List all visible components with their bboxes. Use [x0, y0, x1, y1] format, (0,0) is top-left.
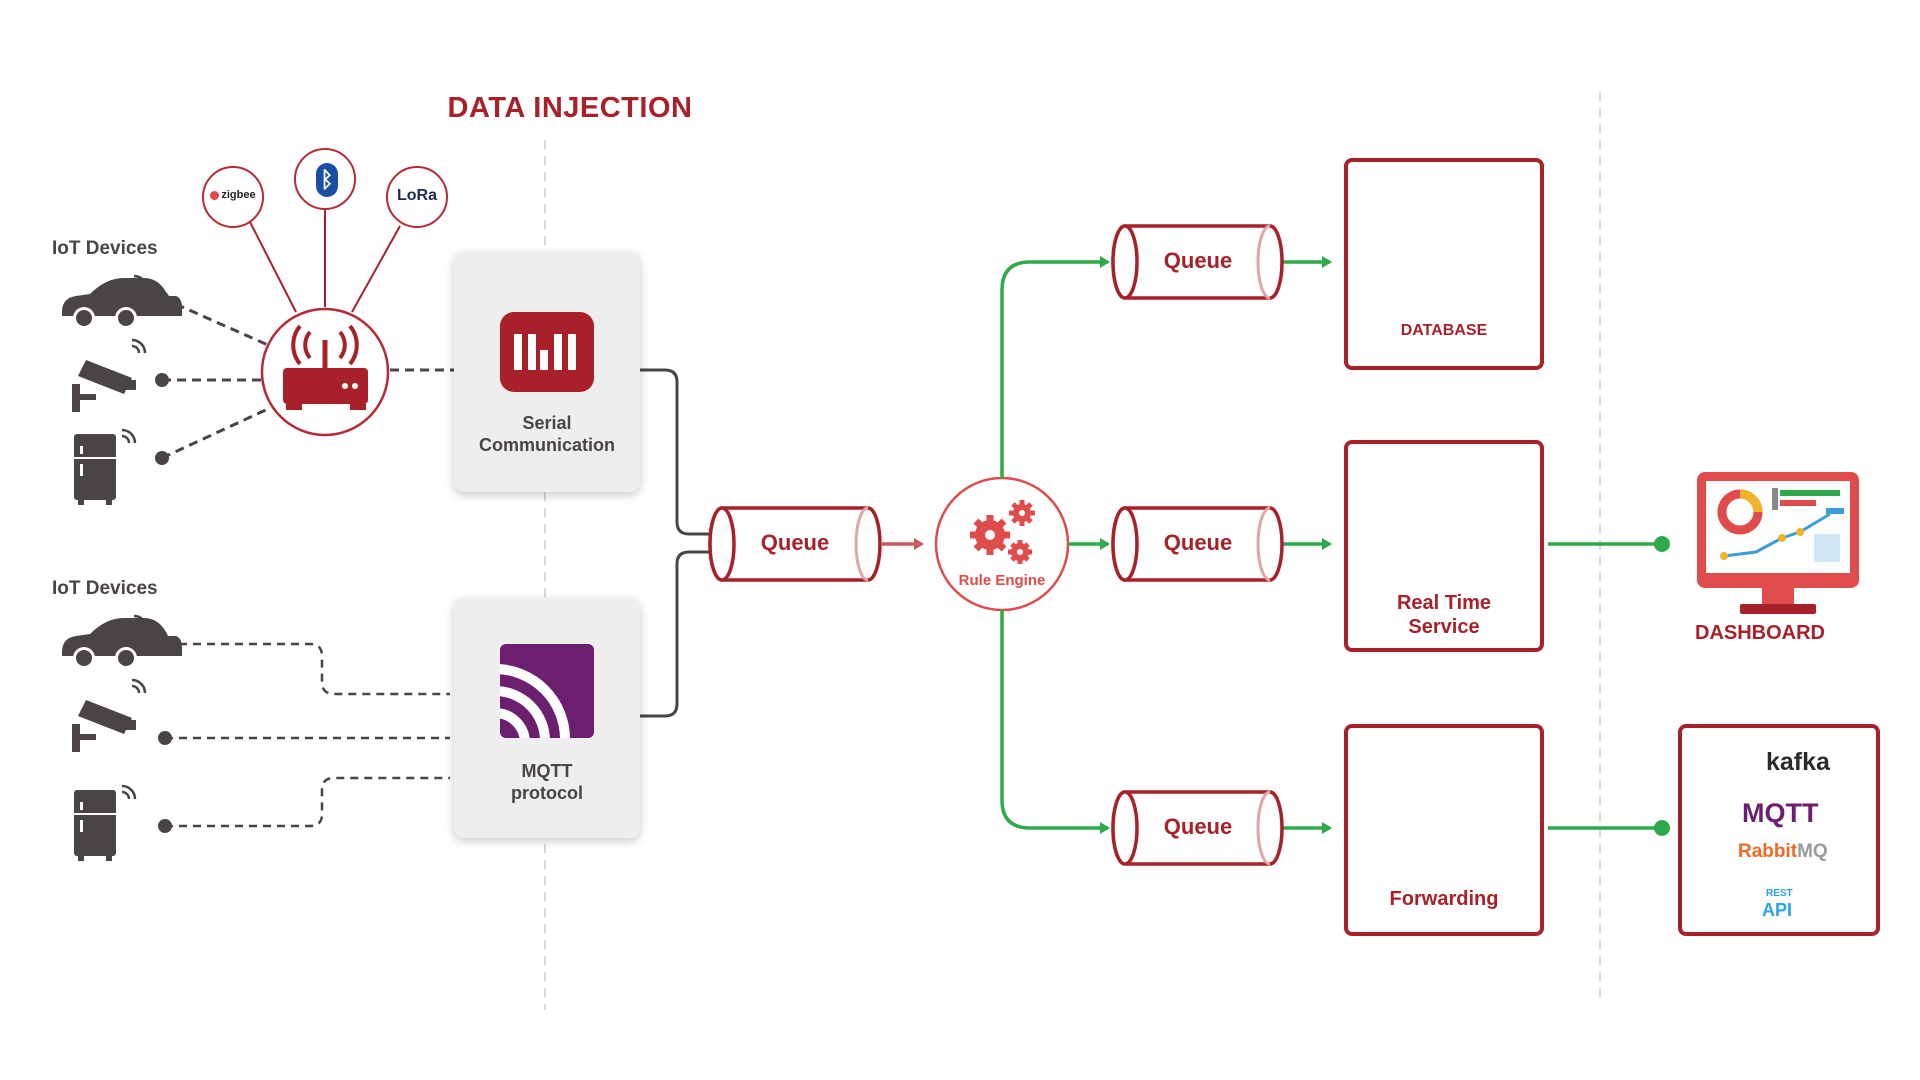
bluetooth-icon: ᛒ: [316, 163, 338, 197]
serial-to-queue-line: [640, 368, 725, 534]
rabbitmq-label-part1: Rabbit: [1738, 841, 1798, 862]
serial-icon: [500, 312, 594, 392]
mqtt-label-line2: protocol: [511, 783, 583, 803]
page-title: DATA INJECTION: [447, 92, 693, 124]
dashboard-monitor-icon: [1697, 472, 1859, 614]
realtime-label-line2: Service: [1408, 616, 1480, 638]
car-icon: [62, 614, 182, 669]
rabbitmq-label-part2: MQ: [1797, 841, 1828, 862]
queue-realtime-label: Queue: [1163, 530, 1233, 555]
rule-engine-gears-icon: [934, 476, 1070, 612]
mqtt-label-line1: MQTT: [521, 761, 573, 781]
mqtt-integration-label: MQTT: [1742, 798, 1819, 828]
queue-forwarding-label: Queue: [1163, 814, 1233, 839]
zigbee-label: zigbee: [221, 189, 256, 201]
iot-devices-label-top: IoT Devices: [52, 238, 158, 259]
realtime-label-line1: Real Time: [1396, 592, 1492, 614]
refrigerator-icon: [74, 428, 137, 505]
security-camera-icon: [72, 338, 147, 412]
gateway-router-icon: [260, 307, 390, 437]
rest-label: REST: [1766, 888, 1793, 899]
rule-engine-label: Rule Engine: [958, 572, 1046, 589]
dashboard-label: DASHBOARD: [1695, 622, 1825, 644]
rabbitmq-label: RabbitMQ: [1738, 841, 1828, 863]
car-icon: [62, 274, 182, 329]
integrations-box[interactable]: kafka MQTT RabbitMQ REST API: [1678, 724, 1880, 936]
kafka-label: kafka: [1766, 748, 1830, 776]
mqtt-to-queue-line: [640, 552, 725, 718]
queue-database-label: Queue: [1163, 248, 1233, 273]
serial-label-line1: Serial: [522, 413, 572, 433]
forwarding-label: Forwarding: [1389, 888, 1499, 910]
database-box[interactable]: DATABASE: [1344, 158, 1544, 370]
security-camera-icon: [72, 678, 147, 752]
realtime-service-box[interactable]: Real Time Service: [1344, 440, 1544, 652]
database-label: DATABASE: [1400, 322, 1488, 339]
queue-cylinders-right: [1111, 224, 1284, 866]
zigbee-badge: zigbee: [202, 166, 264, 228]
serial-label-line2: Communication: [478, 435, 615, 455]
mqtt-icon: [500, 644, 594, 738]
mqtt-protocol-card[interactable]: MQTT protocol: [454, 598, 640, 838]
lora-badge: LoRa: [386, 166, 448, 228]
queue-main-shape: [708, 506, 882, 582]
rule-engine-outputs: [1000, 256, 1660, 834]
bluetooth-badge: ᛒ: [294, 148, 356, 210]
forwarding-box[interactable]: Forwarding: [1344, 724, 1544, 936]
iot-devices-label-bottom: IoT Devices: [52, 578, 158, 599]
api-label: API: [1762, 900, 1793, 920]
mqtt-connectors: [165, 642, 450, 828]
serial-communication-card[interactable]: Serial Communication: [454, 252, 640, 492]
lora-label: LoRa: [397, 187, 437, 204]
refrigerator-icon: [74, 784, 137, 861]
queue-main-label: Queue: [760, 530, 830, 555]
